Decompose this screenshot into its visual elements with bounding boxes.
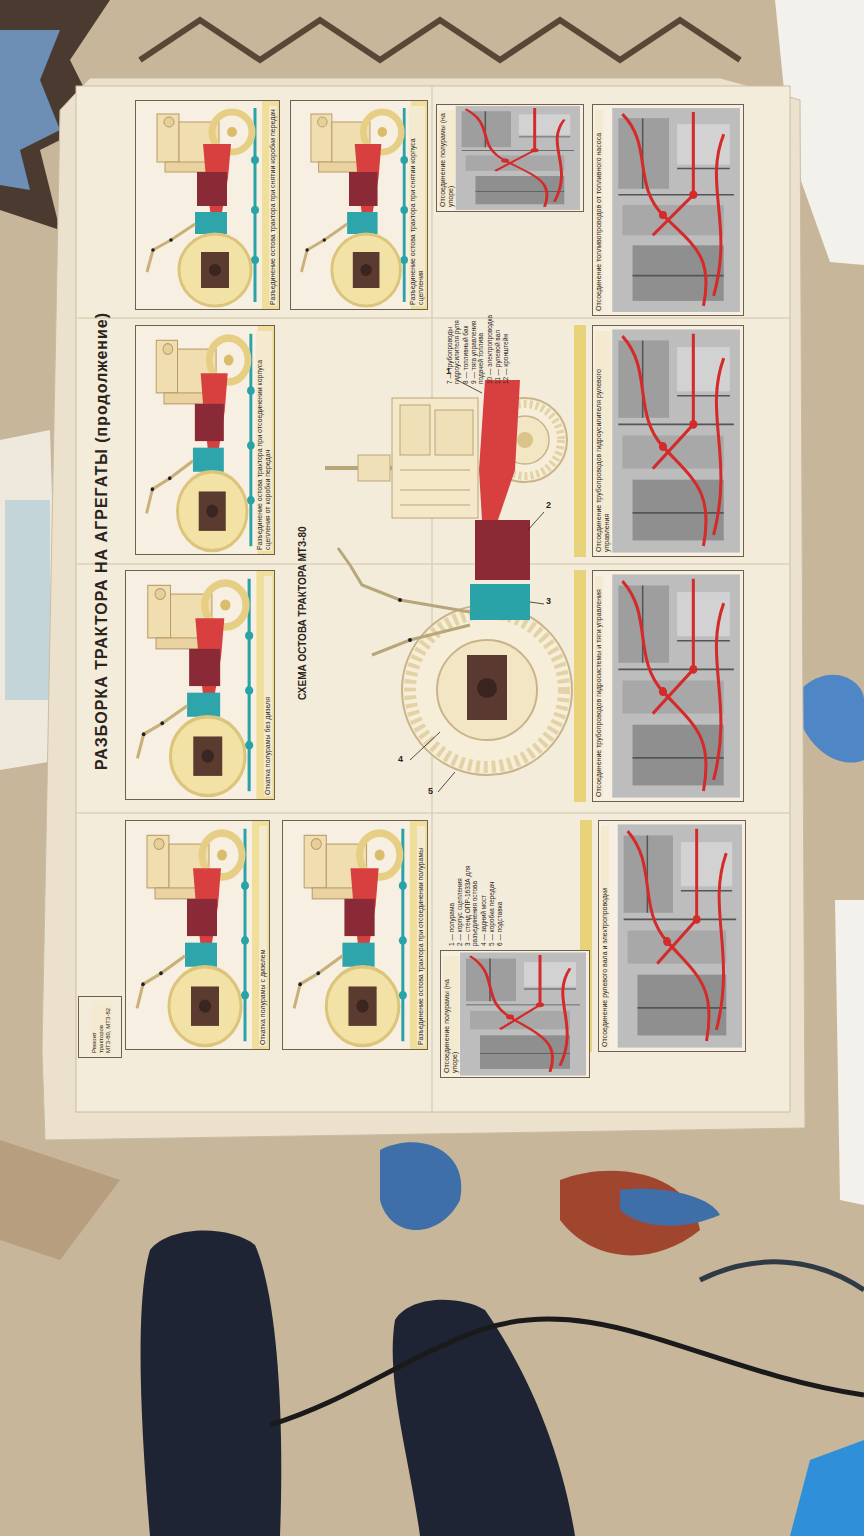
photo-panel: Отсоединение трубопроводов гидроусилител… [592, 325, 744, 557]
leader-line [410, 380, 544, 792]
schematic-panel: Разъединение остова трактора при отсоеди… [282, 820, 428, 1050]
callout-number: 4 [398, 754, 403, 764]
photo-panel: Отсоединение рулевого вала и электропров… [598, 820, 746, 1052]
photo-illustration [436, 104, 584, 212]
photo-illustration [598, 820, 746, 1052]
callout-number: 5 [428, 786, 433, 796]
panel-caption: Отсоединение трубопроводов гидросистемы … [595, 576, 603, 798]
legend-list-item: 10 — электропроводка [486, 300, 493, 384]
legend-list-item: 1 — полурама [448, 842, 455, 946]
schematic-illustration [290, 100, 428, 310]
schematic-panel: Откатка полурамы с дизелем [125, 820, 270, 1050]
legend-list-item: 11 — рулевой вал [494, 300, 501, 384]
schematic-panel: Разъединение остова трактора при снятии … [290, 100, 428, 310]
poster-title: РАЗБОРКА ТРАКТОРА НА АГРЕГАТЫ (продолжен… [93, 250, 111, 770]
panel-caption: Разъединение остова трактора при снятии … [409, 106, 425, 306]
fold-lines [76, 86, 790, 1112]
schematic-panel: Разъединение остова трактора при отсоеди… [135, 325, 275, 555]
socks [141, 1231, 575, 1536]
panel-caption: Разъединение остова трактора при отсоеди… [417, 826, 425, 1046]
carpet-pattern [0, 0, 864, 1290]
schematic-illustration [135, 100, 280, 310]
schematic-illustration [125, 820, 270, 1050]
legend-list-item: 3 — стенд ОПР-1633А для разъединения ост… [464, 842, 479, 946]
schematic-illustration [282, 820, 428, 1050]
callout-number: 3 [546, 596, 551, 606]
blue-object [790, 1440, 864, 1536]
legend-list-item: 2 — корпус сцепления [456, 842, 463, 946]
photo-panel: Отсоединение полурамы (на упоре) [440, 950, 590, 1078]
panel-caption: Откатка полурамы без дизеля [264, 576, 272, 796]
tractor-frame-diagram [325, 380, 572, 775]
photo-panel: Отсоединение полурамы (на упоре) [436, 104, 584, 212]
photo-panel: Отсоединение трубопроводов гидросистемы … [592, 570, 744, 802]
photo-illustration [592, 325, 744, 557]
panel-caption: Ремонт тракторов МТЗ-80, МТЗ-82 [91, 1002, 112, 1054]
poster-sheet [76, 86, 790, 1112]
panel-caption: Отсоединение полурамы (на упоре) [443, 956, 459, 1074]
schematic-illustration [125, 570, 275, 800]
legend-list-item: 5 — коробка передач [488, 842, 495, 946]
legend-list-item: 6 — подставка [496, 842, 503, 946]
title-block-box: Ремонт тракторов МТЗ-80, МТЗ-82 [78, 996, 122, 1058]
panel-caption: Отсоединение полурамы (на упоре) [439, 110, 455, 208]
photo-panel: Отсоединение топливопроводов от топливно… [592, 104, 744, 316]
panel-caption: Отсоединение трубопроводов гидроусилител… [595, 331, 611, 553]
panel-caption: Откатка полурамы с дизелем [259, 826, 267, 1046]
legend-list-item: 7 — трубопроводы гидроусилителя руля [446, 300, 461, 384]
schematic-panel: Разъединение остова трактора при снятии … [135, 100, 280, 310]
photo-illustration [592, 570, 744, 802]
schematic-panel: Откатка полурамы без дизеля [125, 570, 275, 800]
legend-list-item: 12 — кронштейн [502, 300, 509, 384]
panel-caption: Разъединение остова трактора при отсоеди… [256, 331, 272, 551]
legend-list-item: 9 — тяга управления подачей топлива [470, 300, 485, 384]
loose-papers [0, 0, 864, 1205]
panel-illustrations [125, 100, 746, 1078]
panel-caption: Отсоединение рулевого вала и электропров… [601, 826, 609, 1048]
poster-stack [42, 78, 805, 1140]
diagram-heading: СХЕМА ОСТОВА ТРАКТОРА МТЗ-80 [297, 450, 309, 700]
photo-illustration [592, 104, 744, 316]
legend-list-item: 4 — задний мост [480, 842, 487, 946]
legend-list-item: 8 — топливный бак [462, 300, 469, 384]
cable [270, 1319, 864, 1425]
callout-number: 2 [546, 500, 551, 510]
schematic-illustration [135, 325, 275, 555]
panel-caption: Отсоединение топливопроводов от топливно… [595, 110, 603, 312]
photo-illustration [440, 950, 590, 1078]
yellow-strips [574, 325, 592, 1052]
panel-caption: Разъединение остова трактора при снятии … [269, 106, 277, 306]
